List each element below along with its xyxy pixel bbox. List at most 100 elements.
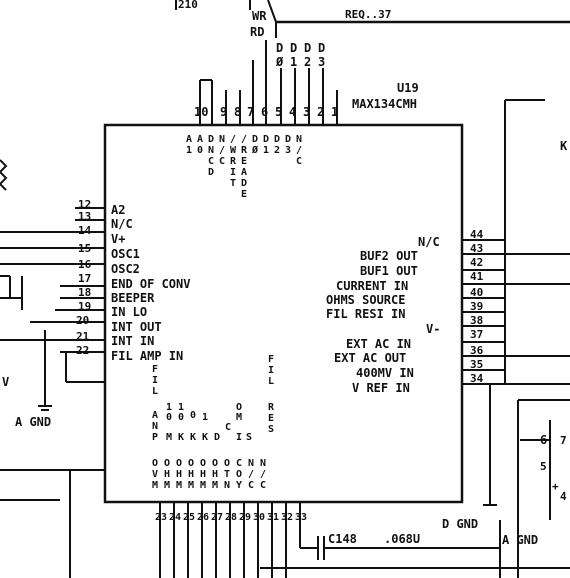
svg-text:/: / bbox=[219, 145, 225, 156]
d-bus-labels: D D D D Ø 1 2 3 bbox=[275, 41, 325, 69]
svg-text:1: 1 bbox=[166, 402, 172, 413]
svg-text:14: 14 bbox=[78, 224, 92, 237]
svg-text:E: E bbox=[241, 156, 247, 167]
svg-text:A: A bbox=[197, 134, 203, 145]
left-wires bbox=[0, 159, 105, 578]
svg-text:T: T bbox=[230, 178, 236, 189]
svg-text:O: O bbox=[176, 458, 182, 469]
svg-text:26: 26 bbox=[197, 512, 209, 523]
top-pin-wires bbox=[199, 40, 338, 125]
svg-text:R: R bbox=[230, 156, 237, 167]
svg-text:M: M bbox=[236, 412, 242, 423]
five-label: 5 bbox=[540, 460, 547, 473]
svg-text:N: N bbox=[224, 480, 230, 491]
svg-text:BEEPER: BEEPER bbox=[111, 291, 155, 305]
svg-text:A2: A2 bbox=[111, 203, 125, 217]
svg-text:5: 5 bbox=[275, 105, 282, 119]
svg-text:18: 18 bbox=[78, 286, 91, 299]
svg-text:/: / bbox=[230, 134, 236, 145]
svg-text:12: 12 bbox=[78, 198, 91, 211]
svg-text:M: M bbox=[176, 480, 182, 491]
svg-text:9: 9 bbox=[220, 105, 227, 119]
svg-text:2: 2 bbox=[274, 145, 280, 156]
svg-text:D: D bbox=[274, 134, 280, 145]
svg-text:F: F bbox=[152, 364, 158, 375]
svg-text:1: 1 bbox=[202, 412, 208, 423]
left-pins: 12 A2 13 N/C 14 V+ 15 OSC1 16 OSC2 17 EN… bbox=[76, 198, 190, 363]
svg-text:D: D bbox=[285, 134, 291, 145]
svg-text:38: 38 bbox=[470, 314, 483, 327]
svg-text:C: C bbox=[248, 480, 254, 491]
chip-body bbox=[103, 123, 464, 504]
svg-text:BUF2 OUT: BUF2 OUT bbox=[360, 249, 418, 263]
svg-text:I: I bbox=[230, 167, 236, 178]
wr-wire bbox=[267, 0, 277, 23]
svg-text:L: L bbox=[268, 376, 274, 387]
svg-text:V+: V+ bbox=[111, 232, 125, 246]
svg-text:39: 39 bbox=[470, 300, 483, 313]
right-pins: 44 N/C 43 BUF2 OUT 42 BUF1 OUT 41 CURREN… bbox=[326, 228, 484, 395]
svg-text:O: O bbox=[236, 469, 242, 480]
svg-text:M: M bbox=[188, 480, 194, 491]
chip-part: MAX134CMH bbox=[352, 97, 417, 111]
bottom-pin-numbers: 23 24 25 26 27 28 29 30 31 32 33 bbox=[155, 512, 307, 523]
svg-text:M: M bbox=[166, 432, 172, 443]
bottom-inside-labels: A 1 1 0 O N 0 0 1 M P M K K K D C I S O … bbox=[152, 402, 266, 491]
svg-text:INT OUT: INT OUT bbox=[111, 320, 162, 334]
svg-text:41: 41 bbox=[470, 270, 484, 283]
svg-text:2: 2 bbox=[304, 55, 311, 69]
svg-text:20: 20 bbox=[76, 314, 89, 327]
svg-text:D: D bbox=[252, 134, 258, 145]
svg-text:OHMS SOURCE: OHMS SOURCE bbox=[326, 293, 405, 307]
svg-text:N: N bbox=[208, 145, 214, 156]
svg-text:H: H bbox=[176, 469, 182, 480]
top-pin-numbers: 10 9 8 7 6 5 4 3 2 1 bbox=[194, 105, 338, 119]
svg-text:C: C bbox=[260, 480, 266, 491]
svg-text:35: 35 bbox=[470, 358, 483, 371]
svg-text:N/C: N/C bbox=[418, 235, 440, 249]
svg-text:/: / bbox=[248, 469, 254, 480]
svg-text:8: 8 bbox=[234, 105, 241, 119]
svg-text:T: T bbox=[224, 469, 230, 480]
svg-text:25: 25 bbox=[183, 512, 195, 523]
svg-text:P: P bbox=[152, 432, 158, 443]
svg-text:OSC2: OSC2 bbox=[111, 262, 140, 276]
svg-text:INT IN: INT IN bbox=[111, 334, 154, 348]
svg-text:F: F bbox=[268, 354, 274, 365]
wr-label: WR bbox=[252, 9, 267, 23]
svg-text:O: O bbox=[236, 402, 242, 413]
svg-text:V: V bbox=[152, 469, 158, 480]
svg-text:1: 1 bbox=[331, 105, 338, 119]
svg-text:I: I bbox=[268, 365, 274, 376]
svg-text:K: K bbox=[178, 432, 184, 443]
fil-vertical-labels: F I L F I L R E S bbox=[152, 354, 275, 435]
svg-text:R: R bbox=[241, 145, 248, 156]
svg-text:6: 6 bbox=[261, 105, 268, 119]
six-label: 6 bbox=[540, 433, 547, 447]
svg-text:IN LO: IN LO bbox=[111, 305, 147, 319]
svg-text:19: 19 bbox=[78, 300, 91, 313]
svg-text:32: 32 bbox=[281, 512, 293, 523]
svg-text:44: 44 bbox=[470, 228, 484, 241]
svg-text:FIL RESI IN: FIL RESI IN bbox=[326, 307, 405, 321]
svg-text:K: K bbox=[190, 432, 196, 443]
svg-text:3: 3 bbox=[303, 105, 310, 119]
svg-text:O: O bbox=[164, 458, 170, 469]
svg-text:24: 24 bbox=[169, 512, 181, 523]
svg-text:/: / bbox=[241, 134, 247, 145]
svg-text:O: O bbox=[212, 458, 218, 469]
svg-text:C: C bbox=[219, 156, 225, 167]
svg-text:V REF IN: V REF IN bbox=[352, 381, 410, 395]
svg-text:28: 28 bbox=[225, 512, 237, 523]
top-inside-labels: A A D N / / D D D D N 1 0 N / W R Ø 1 2 … bbox=[186, 134, 302, 200]
svg-text:3: 3 bbox=[318, 55, 325, 69]
svg-text:E: E bbox=[241, 189, 247, 200]
svg-text:0: 0 bbox=[178, 412, 184, 423]
bottom-pin-wires bbox=[159, 502, 570, 578]
svg-text:O: O bbox=[224, 458, 230, 469]
svg-text:N: N bbox=[152, 421, 158, 432]
svg-text:M: M bbox=[164, 480, 170, 491]
svg-text:7: 7 bbox=[247, 105, 254, 119]
v-label: V bbox=[2, 375, 9, 389]
rd-label: RD bbox=[250, 25, 264, 39]
